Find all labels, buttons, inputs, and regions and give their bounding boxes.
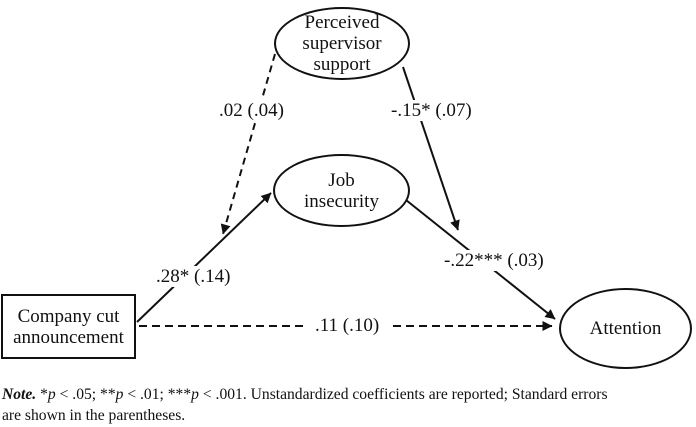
coefficient-direct-path: .11 (.10) bbox=[313, 315, 382, 336]
node-job-insecurity-label: Job insecurity bbox=[304, 169, 379, 212]
coefficient-b-path: -.22*** (.03) bbox=[442, 250, 546, 271]
arrow-moderation-a bbox=[220, 53, 276, 235]
node-attention: Attention bbox=[559, 288, 692, 369]
node-company-cut-announcement: Company cut announcement bbox=[1, 294, 136, 359]
coefficient-moderation-solid: -.15* (.07) bbox=[389, 100, 474, 121]
node-attention-label: Attention bbox=[589, 318, 662, 339]
node-job-insecurity: Job insecurity bbox=[273, 154, 410, 227]
coefficient-moderation-dashed: .02 (.04) bbox=[217, 100, 286, 121]
node-perceived-supervisor-support-label: Perceived supervisor support bbox=[302, 12, 382, 75]
figure-note: Note. *p < .05; **p < .01; ***p < .001. … bbox=[2, 386, 608, 424]
node-company-cut-announcement-label: Company cut announcement bbox=[13, 305, 124, 348]
arrow-a-path bbox=[136, 192, 272, 323]
arrow-moderation-b bbox=[402, 66, 460, 231]
coefficient-a-path: .28* (.14) bbox=[154, 266, 233, 287]
node-perceived-supervisor-support: Perceived supervisor support bbox=[274, 7, 410, 80]
